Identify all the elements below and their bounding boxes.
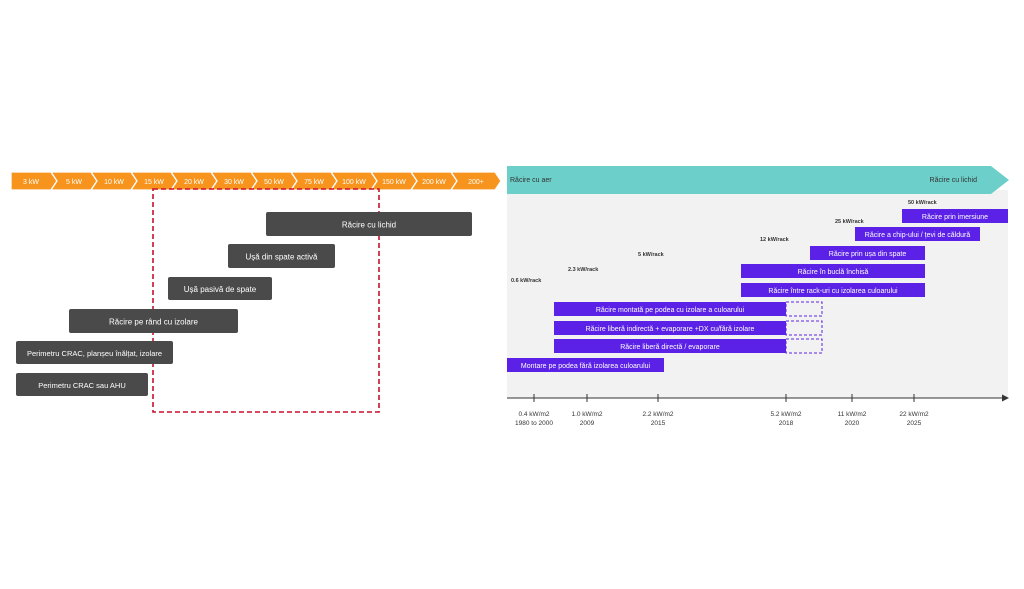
bar-crac-raised-floor: Perimetru CRAC, planșeu înălțat, izolare — [16, 341, 173, 364]
arrow-left-label: Răcire cu aer — [510, 177, 552, 184]
bar-label: Răcire liberă indirectă + evaporare +DX … — [586, 326, 755, 333]
bar-extension-dashed — [785, 301, 823, 317]
bar-floor-no-containment: Montare pe podea fără izolarea culoarulu… — [507, 358, 664, 372]
bar-label: Perimetru CRAC, planșeu înălțat, izolare — [27, 349, 162, 358]
bar-direct-free-cooling: Răcire liberă directă / evaporare — [554, 338, 823, 354]
bar-label: Răcire pe rând cu izolare — [109, 318, 198, 327]
bar-label: Răcire prin imersiune — [922, 214, 988, 221]
scale-segment — [449, 171, 502, 191]
density-label: 2.3 kW/rack — [568, 267, 599, 273]
bar-label: Răcire a chip-ului / țevi de căldură — [865, 232, 971, 239]
bar-liquid-cooling: Răcire cu lichid — [266, 212, 472, 236]
density-label: 50 kW/rack — [908, 200, 938, 206]
timeline-density: 5.2 kW/m2 — [770, 411, 801, 418]
timeline-year: 2018 — [779, 420, 794, 427]
bar-label: Ușă din spate activă — [245, 253, 318, 262]
scale-label: 150 kW — [382, 179, 406, 186]
bar-crac-ahu: Perimetru CRAC sau AHU — [16, 373, 148, 396]
timeline-year: 2020 — [845, 420, 860, 427]
timeline-ticks: 0.4 kW/m2 1980 to 2000 1.0 kW/m2 2009 2.2 kW… — [515, 394, 929, 427]
density-labels: 0.6 kW/rack 2.3 kW/rack 5 kW/rack 12 kW/… — [511, 200, 938, 284]
scale-label: 15 kW — [144, 179, 164, 186]
bar-closed-loop: Răcire în buclă închisă — [741, 264, 925, 278]
density-label: 25 kW/rack — [835, 219, 865, 225]
timeline-density: 2.2 kW/m2 — [642, 411, 673, 418]
scale-label: 3 kW — [23, 179, 39, 186]
bar-label: Răcire prin ușa din spate — [829, 251, 907, 258]
bar-in-row-cooling: Răcire pe rând cu izolare — [69, 309, 238, 333]
bar-immersion: Răcire prin imersiune — [902, 209, 1008, 223]
timeline-year: 2025 — [907, 420, 922, 427]
timeline-year: 2009 — [580, 420, 595, 427]
density-label: 5 kW/rack — [638, 252, 665, 258]
right-diagram: Răcire cu aer Răcire cu lichid 0.6 kW/ra… — [507, 166, 1009, 427]
timeline-year: 2015 — [651, 420, 666, 427]
scale-label: 20 kW — [184, 179, 204, 186]
bar-in-row-containment: Răcire între rack-uri cu izolarea culoar… — [741, 283, 925, 297]
timeline-density: 22 kW/m2 — [899, 411, 929, 418]
density-label: 0.6 kW/rack — [511, 278, 542, 284]
scale-label: 5 kW — [66, 179, 82, 186]
scale-label: 30 kW — [224, 179, 244, 186]
air-to-liquid-arrow — [507, 166, 1009, 194]
bar-passive-rear-door: Ușă pasivă de spate — [168, 277, 272, 300]
left-diagram: 3 kW 5 kW 10 kW 15 kW 20 kW 30 kW 50 kW 75 kW 10… — [10, 171, 502, 413]
bar-label: Perimetru CRAC sau AHU — [38, 381, 126, 390]
bar-active-rear-door: Ușă din spate activă — [228, 244, 335, 268]
scale-label: 50 kW — [264, 179, 284, 186]
bar-label: Răcire între rack-uri cu izolarea culoar… — [768, 288, 898, 295]
bar-rear-door: Răcire prin ușa din spate — [810, 246, 925, 260]
timeline-density: 1.0 kW/m2 — [571, 411, 602, 418]
bar-label: Montare pe podea fără izolarea culoarulu… — [521, 363, 651, 370]
bar-label: Ușă pasivă de spate — [184, 285, 257, 294]
bar-direct-to-chip: Răcire a chip-ului / țevi de căldură — [855, 227, 980, 241]
bar-label: Răcire cu lichid — [342, 221, 396, 230]
timeline-year: 1980 to 2000 — [515, 420, 553, 427]
arrow-right-label: Răcire cu lichid — [930, 177, 978, 184]
timeline-density: 11 kW/m2 — [838, 411, 867, 418]
bar-extension-dashed — [785, 338, 823, 354]
bar-indirect-free-cooling: Răcire liberă indirectă + evaporare +DX … — [554, 320, 823, 336]
scale-label: 10 kW — [104, 179, 124, 186]
right-bars: Răcire prin imersiune Răcire a chip-ului… — [507, 209, 1008, 372]
bar-floor-mounted-containment: Răcire montată pe podea cu izolare a cul… — [554, 301, 823, 317]
left-bars: Răcire cu lichid Ușă din spate activă Uș… — [16, 212, 472, 396]
highlight-dashed-frame — [152, 188, 380, 413]
bar-label: Răcire în buclă închisă — [798, 269, 869, 276]
scale-label: 75 kW — [304, 179, 324, 186]
density-label: 12 kW/rack — [760, 237, 790, 243]
bar-label: Răcire liberă directă / evaporare — [620, 344, 720, 351]
axis-arrowhead — [1002, 394, 1009, 402]
bar-label: Răcire montată pe podea cu izolare a cul… — [596, 307, 745, 314]
scale-label: 200 kW — [422, 179, 446, 186]
timeline-axis: 0.4 kW/m2 1980 to 2000 1.0 kW/m2 2009 2.2 kW… — [507, 394, 1009, 427]
power-scale-arrow: 3 kW 5 kW 10 kW 15 kW 20 kW 30 kW 50 kW 75 kW 10… — [10, 171, 502, 191]
timeline-density: 0.4 kW/m2 — [518, 411, 549, 418]
bar-extension-dashed — [785, 320, 823, 336]
scale-label: 200+ — [468, 179, 484, 186]
scale-label: 100 kW — [342, 179, 366, 186]
